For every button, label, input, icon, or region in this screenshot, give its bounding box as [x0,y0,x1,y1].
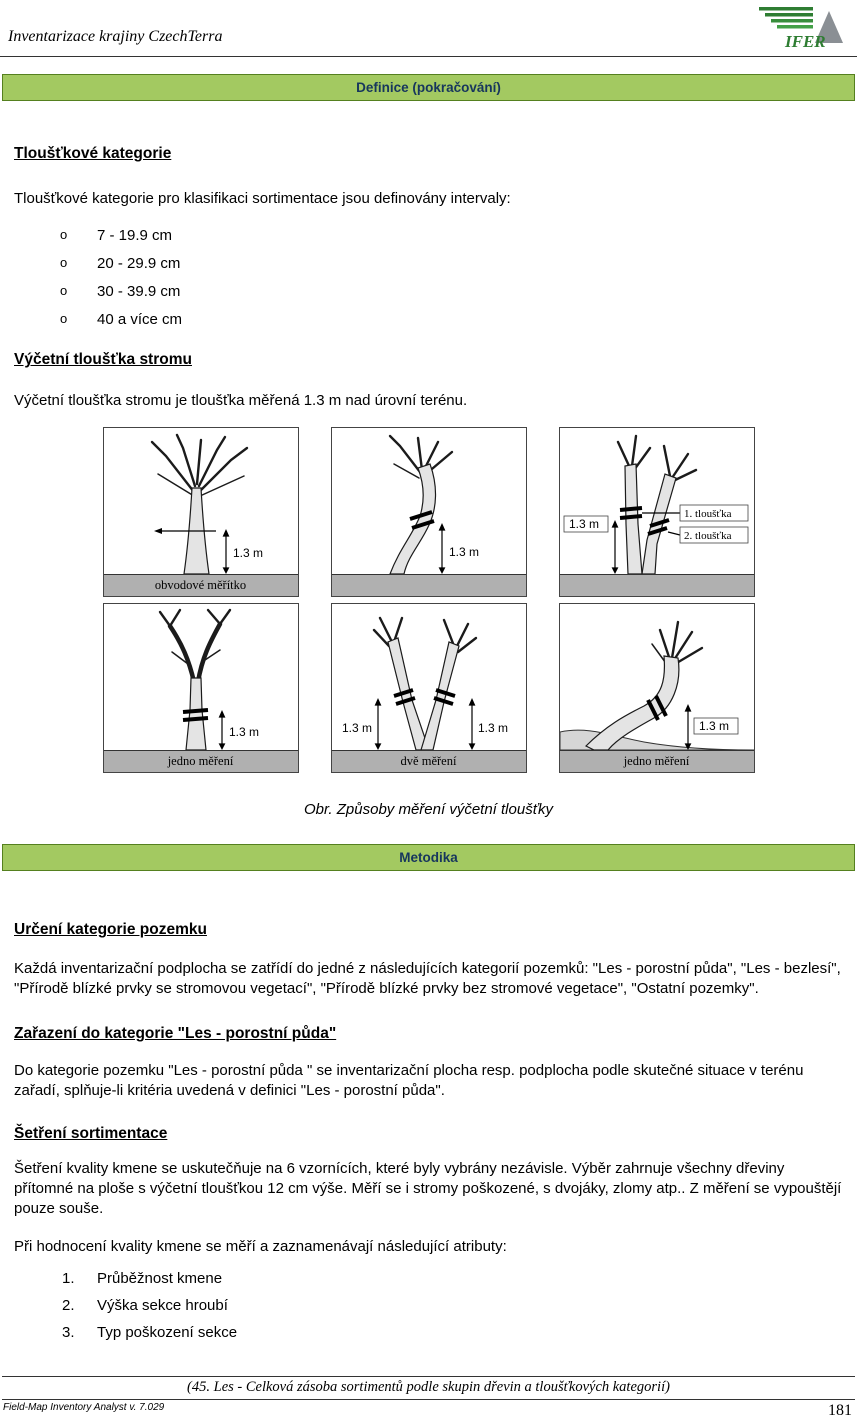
note-box [679,526,748,544]
heading-vycetni-tloustka: Výčetní tloušťka stromu [14,351,192,368]
bullet-marker: o [60,282,68,298]
list-item: o 7 - 19.9 cm [14,221,843,249]
measure-label: 1.3 m [449,545,479,559]
note-box [679,504,748,522]
measure-label: 1.3 m [341,721,371,735]
diagram-forked-two-diameters: 1. tloušťka 2. tloušťka 1.3 m [558,427,755,597]
diagram-caption-band [559,574,754,596]
measure-label: 1.3 m [478,721,508,735]
definice-section: Tloušťkové kategorie Tloušťkové kategori… [0,101,857,818]
footer-app-version: Field-Map Inventory Analyst v. 7.029 [3,1402,165,1413]
measure-label: 1.3 m [569,517,599,531]
footer-divider [2,1376,855,1377]
list-item-label: Výška sekce hroubí [97,1297,228,1314]
heading-tloustkove-kategorie: Tloušťkové kategorie [14,145,172,162]
number-marker: 1. [62,1270,75,1287]
list-item-label: Průběžnost kmene [97,1270,223,1287]
measurement-diagrams: 1.3 m obvodové měřítko [14,427,843,773]
list-item: 1. Průběžnost kmene [14,1265,843,1292]
diagram-caption-band [331,574,526,596]
list-item: o 40 a více cm [14,305,843,333]
note-label-first-diameter: 1. tloušťka [684,508,732,520]
diagram-two-stems-two-measurements: 1.3 m 1.3 m dvě měření [330,603,527,773]
bullet-marker: o [60,226,68,242]
tree-forked-illustration: 1. tloušťka 2. tloušťka 1.3 m [563,434,748,574]
document-title: Inventarizace krajiny CzechTerra [8,28,223,45]
list-item: o 20 - 29.9 cm [14,249,843,277]
number-marker: 3. [62,1324,75,1341]
bullet-marker: o [60,310,68,326]
paragraph-setreni-sortimentace: Šetření kvality kmene se uskutečňuje na … [14,1160,842,1217]
list-item-label: Typ poškození sekce [97,1324,238,1341]
page-footer: (45. Les - Celková zásoba sortimentů pod… [0,1376,857,1424]
measure-box [563,515,608,533]
list-item: 2. Výška sekce hroubí [14,1292,843,1319]
heading-setreni-sortimentace: Šetření sortimentace [14,1125,168,1142]
tree-two-stems-illustration: 1.3 m 1.3 m [341,616,508,750]
figure-caption: Obr. Způsoby měření výčetní tloušťky [303,801,554,818]
list-item-label: 7 - 19.9 cm [97,226,173,244]
list-item-label: 20 - 29.9 cm [97,254,181,272]
section-banner-metodika: Metodika [2,844,855,871]
diagram-caption-band: jedno měření [103,750,298,772]
logo-text: IFER [784,32,826,51]
page-number: 181 [828,1402,852,1419]
measure-label: 1.3 m [233,546,263,560]
paragraph-vycetni-tloustka: Výčetní tloušťka stromu je tloušťka měře… [14,392,468,409]
diagram-caption-band: obvodové měřítko [103,574,298,596]
attribute-list: 1. Průběžnost kmene 2. Výška sekce hroub… [14,1265,843,1346]
list-item-label: 30 - 39.9 cm [97,282,181,300]
list-item-label: 40 a více cm [97,310,183,328]
measure-label: 1.3 m [699,719,729,733]
list-item: 3. Typ poškození sekce [14,1319,843,1346]
footer-divider [2,1399,855,1400]
interval-list: o 7 - 19.9 cm o 20 - 29.9 cm o 30 - 39.9… [14,221,843,333]
tree-leaning-illustration: 1.3 m [559,620,754,750]
measure-box [693,717,738,735]
list-item: o 30 - 39.9 cm [14,277,843,305]
paragraph-atributy-intro: Při hodnocení kvality kmene se měří a za… [14,1238,507,1255]
paragraph-urceni-kategorie: Každá inventarizační podplocha se zatříd… [14,960,841,997]
bullet-marker: o [60,254,68,270]
heading-zarazeni-kategorie: Zařazení do kategorie "Les - porostní pů… [14,1025,337,1042]
heading-urceni-kategorie: Určení kategorie pozemku [14,921,207,938]
tree-curved-illustration: 1.3 m [388,434,479,574]
diagram-caption-band: jedno měření [559,750,754,772]
tree-fork-above-illustration: 1.3 m [158,608,259,750]
section-banner-definice: Definice (pokračování) [2,74,855,101]
paragraph-zarazeni-kategorie: Do kategorie pozemku "Les - porostní půd… [14,1062,804,1099]
metodika-section: Určení kategorie pozemku Každá inventari… [0,871,857,1346]
tree-straight-illustration: 1.3 m [150,433,263,574]
diagram-leaning-one-measurement: 1.3 m jedno měření [558,603,755,773]
measure-label: 1.3 m [229,725,259,739]
diagram-obvodove-meritko: 1.3 m obvodové měřítko [102,427,299,597]
note-label-second-diameter: 2. tloušťka [684,530,732,542]
paragraph-intervals-intro: Tloušťkové kategorie pro klasifikaci sor… [14,190,511,207]
page-header: Inventarizace krajiny CzechTerra IFER [0,0,857,57]
diagram-caption-band: dvě měření [331,750,526,772]
ifer-logo: IFER [759,7,843,51]
number-marker: 2. [62,1297,75,1314]
diagram-fork-above-one-measurement: 1.3 m jedno měření [102,603,299,773]
diagram-curved-trunk: 1.3 m [330,427,527,597]
footer-caption: (45. Les - Celková zásoba sortimentů pod… [187,1379,670,1395]
